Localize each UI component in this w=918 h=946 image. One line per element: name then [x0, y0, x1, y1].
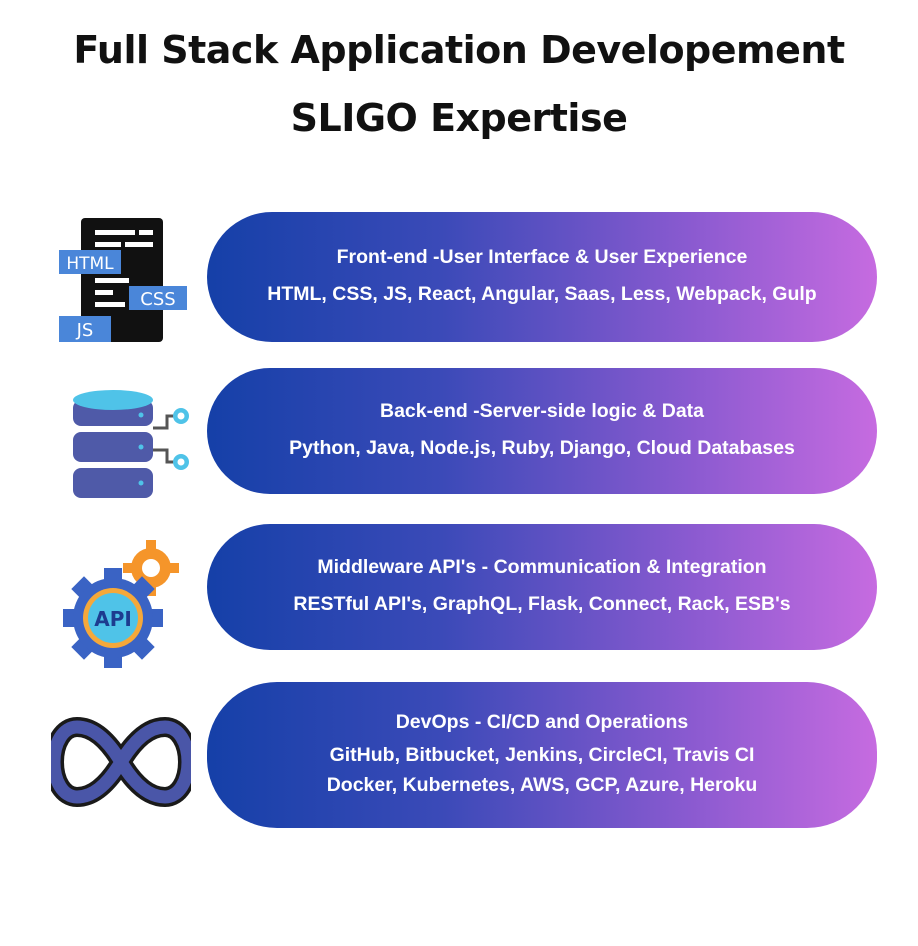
frontend-heading: Front-end -User Interface & User Experie…: [336, 245, 748, 268]
devops-heading: DevOps - CI/CD and Operations: [395, 710, 689, 733]
svg-text:CSS: CSS: [140, 289, 175, 310]
svg-text:JS: JS: [76, 320, 94, 341]
code-files-icon: HTML CSS JS: [46, 215, 196, 345]
backend-pill: Back-end -Server-side logic & Data Pytho…: [207, 368, 877, 494]
devops-infinity-icon: [46, 712, 196, 812]
page-title: Full Stack Application Developement: [73, 28, 845, 72]
svg-text:HTML: HTML: [66, 254, 114, 274]
middleware-heading: Middleware API's - Communication & Integ…: [317, 555, 767, 578]
devops-tech-list-1: GitHub, Bitbucket, Jenkins, CircleCI, Tr…: [329, 743, 755, 766]
middleware-pill: Middleware API's - Communication & Integ…: [207, 524, 877, 650]
page-subtitle: SLIGO Expertise: [290, 96, 628, 140]
backend-heading: Back-end -Server-side logic & Data: [379, 399, 705, 422]
svg-text:API: API: [94, 607, 132, 631]
backend-tech-list: Python, Java, Node.js, Ruby, Django, Clo…: [289, 436, 795, 459]
middleware-tech-list: RESTful API's, GraphQL, Flask, Connect, …: [293, 592, 791, 615]
devops-pill: DevOps - CI/CD and Operations GitHub, Bi…: [207, 682, 877, 828]
api-gear-icon: API: [46, 540, 196, 670]
frontend-pill: Front-end -User Interface & User Experie…: [207, 212, 877, 342]
frontend-tech-list: HTML, CSS, JS, React, Angular, Saas, Les…: [267, 282, 817, 305]
devops-tech-list-2: Docker, Kubernetes, AWS, GCP, Azure, Her…: [326, 773, 758, 796]
database-icon: [46, 388, 196, 504]
